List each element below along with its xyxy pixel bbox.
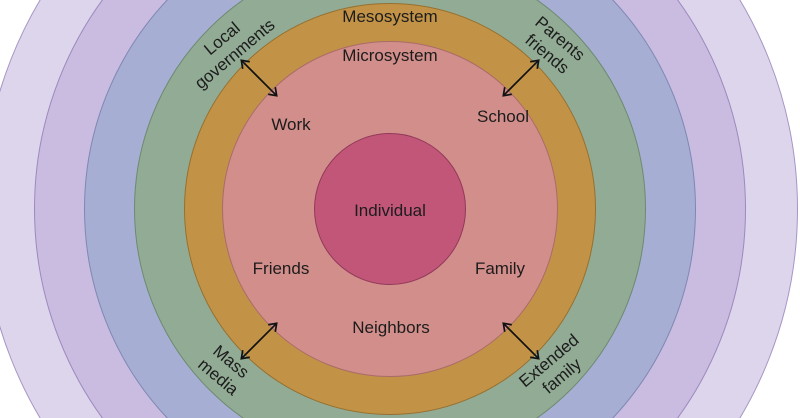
family-label: Family bbox=[474, 258, 526, 278]
friends-label: Friends bbox=[252, 258, 310, 278]
double-arrow-icon bbox=[240, 322, 278, 360]
circle-individual bbox=[314, 133, 466, 285]
neighbors-label: Neighbors bbox=[352, 317, 430, 337]
double-arrow-icon bbox=[240, 59, 278, 97]
mesosystem-label: Mesosystem bbox=[342, 6, 438, 26]
double-arrow-icon bbox=[502, 322, 540, 360]
school-label: School bbox=[477, 106, 529, 126]
double-arrow-icon bbox=[502, 59, 540, 97]
microsystem-label: Microsystem bbox=[342, 45, 438, 65]
individual-label: Individual bbox=[354, 200, 426, 220]
work-label: Work bbox=[271, 114, 311, 134]
